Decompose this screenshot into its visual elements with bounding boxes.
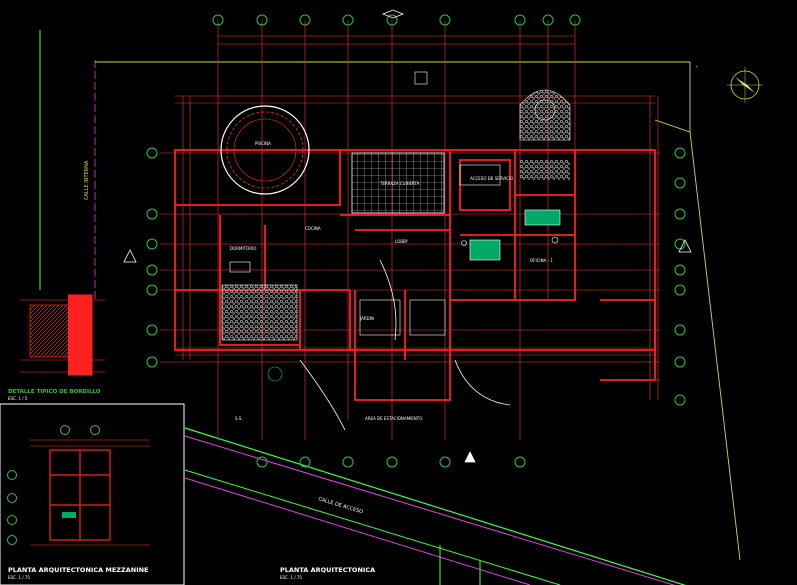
- north-arrow-icon: [727, 67, 763, 103]
- pool-label: PISCINA: [255, 141, 271, 146]
- pool: PISCINA: [220, 105, 310, 195]
- property-line: [95, 61, 741, 561]
- fixtures: [229, 71, 561, 382]
- grid-bubbles: [146, 14, 686, 468]
- garden-hatches: [221, 89, 571, 341]
- kitchen-label: COCINA: [305, 226, 321, 231]
- mezzanine-scale: ESC. 1 / 75: [8, 575, 30, 580]
- section-markers: [123, 9, 692, 463]
- garden-label: JARDIN: [359, 316, 374, 321]
- mezzanine-title: PLANTA ARQUITECTONICA MEZZANINE: [8, 566, 149, 574]
- room-labels: LOBBY AREA DE ESTACIONAMIENTO OFICINA - …: [230, 176, 553, 421]
- bath-label: S.S.: [235, 416, 243, 421]
- terrace-label: TERRAZA CUBIERTA: [379, 181, 420, 186]
- office-label: OFICINA - 1: [530, 258, 553, 263]
- detail-scale: ESC. 1 / 5: [8, 396, 28, 401]
- mezzanine-panel: PLANTA ARQUITECTONICA MEZZANINE ESC. 1 /…: [0, 403, 185, 585]
- street-lines: [39, 30, 687, 585]
- grid-terrace: [351, 152, 445, 214]
- detail-title: DETALLE TIPICO DE BORDILLO: [8, 389, 101, 395]
- access-label: ACCESO DE SERVICIO: [470, 176, 513, 181]
- interior-street-label: CALLE INTERNA: [84, 160, 90, 200]
- walls: [174, 149, 656, 401]
- main-scale: ESC. 1 / 75: [280, 575, 302, 580]
- bedroom-label: DORMITORIO: [230, 246, 256, 251]
- compass-rose-icon: ✧: [695, 64, 698, 70]
- curb-detail: DETALLE TIPICO DE BORDILLO ESC. 1 / 5: [8, 294, 105, 401]
- driveway-curves: [299, 259, 511, 431]
- lobby-label: LOBBY: [395, 239, 409, 244]
- parking-label: AREA DE ESTACIONAMIENTO: [365, 416, 422, 421]
- main-title: PLANTA ARQUITECTONICA: [280, 566, 375, 574]
